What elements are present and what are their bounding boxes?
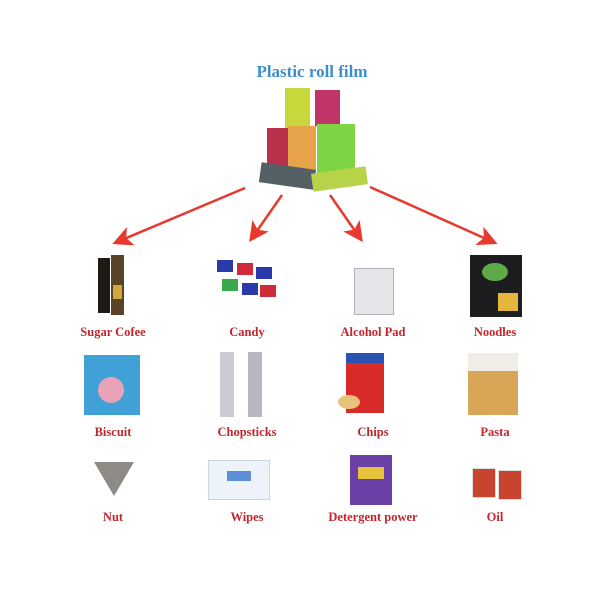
label-candy: Candy [229, 325, 265, 339]
label-alcohol-pad: Alcohol Pad [340, 325, 406, 339]
label-chopsticks: Chopsticks [217, 425, 277, 439]
label-wipes: Wipes [230, 510, 264, 524]
candy-icon [212, 255, 282, 310]
label-noodles: Noodles [473, 325, 517, 339]
chips-bag-icon [338, 353, 386, 415]
detergent-bag-icon [350, 455, 392, 505]
arrow-4 [369, 185, 498, 246]
arrow-3 [328, 194, 363, 243]
coffee-stick-icon [98, 255, 128, 315]
pasta-bag-icon [468, 353, 518, 415]
arrow-2 [249, 194, 284, 243]
wipes-pack-icon [208, 460, 270, 500]
roll-film-cluster-icon [255, 88, 370, 193]
nut-pack-icon [94, 462, 134, 496]
label-biscuit: Biscuit [94, 425, 132, 439]
biscuit-pack-icon [84, 355, 140, 415]
label-oil: Oil [486, 510, 504, 524]
noodles-pack-icon [470, 255, 522, 317]
label-detergent-power: Detergent power [328, 510, 418, 524]
chopsticks-pack-icon [220, 352, 270, 417]
label-nut: Nut [102, 510, 124, 524]
diagram-title: Plastic roll film [256, 62, 368, 81]
label-sugar-cofee: Sugar Cofee [80, 325, 146, 339]
oil-sachet-icon [472, 468, 522, 500]
alcohol-pad-icon [354, 268, 394, 315]
label-pasta: Pasta [480, 425, 510, 439]
label-chips: Chips [357, 425, 389, 439]
arrow-1 [112, 186, 246, 246]
